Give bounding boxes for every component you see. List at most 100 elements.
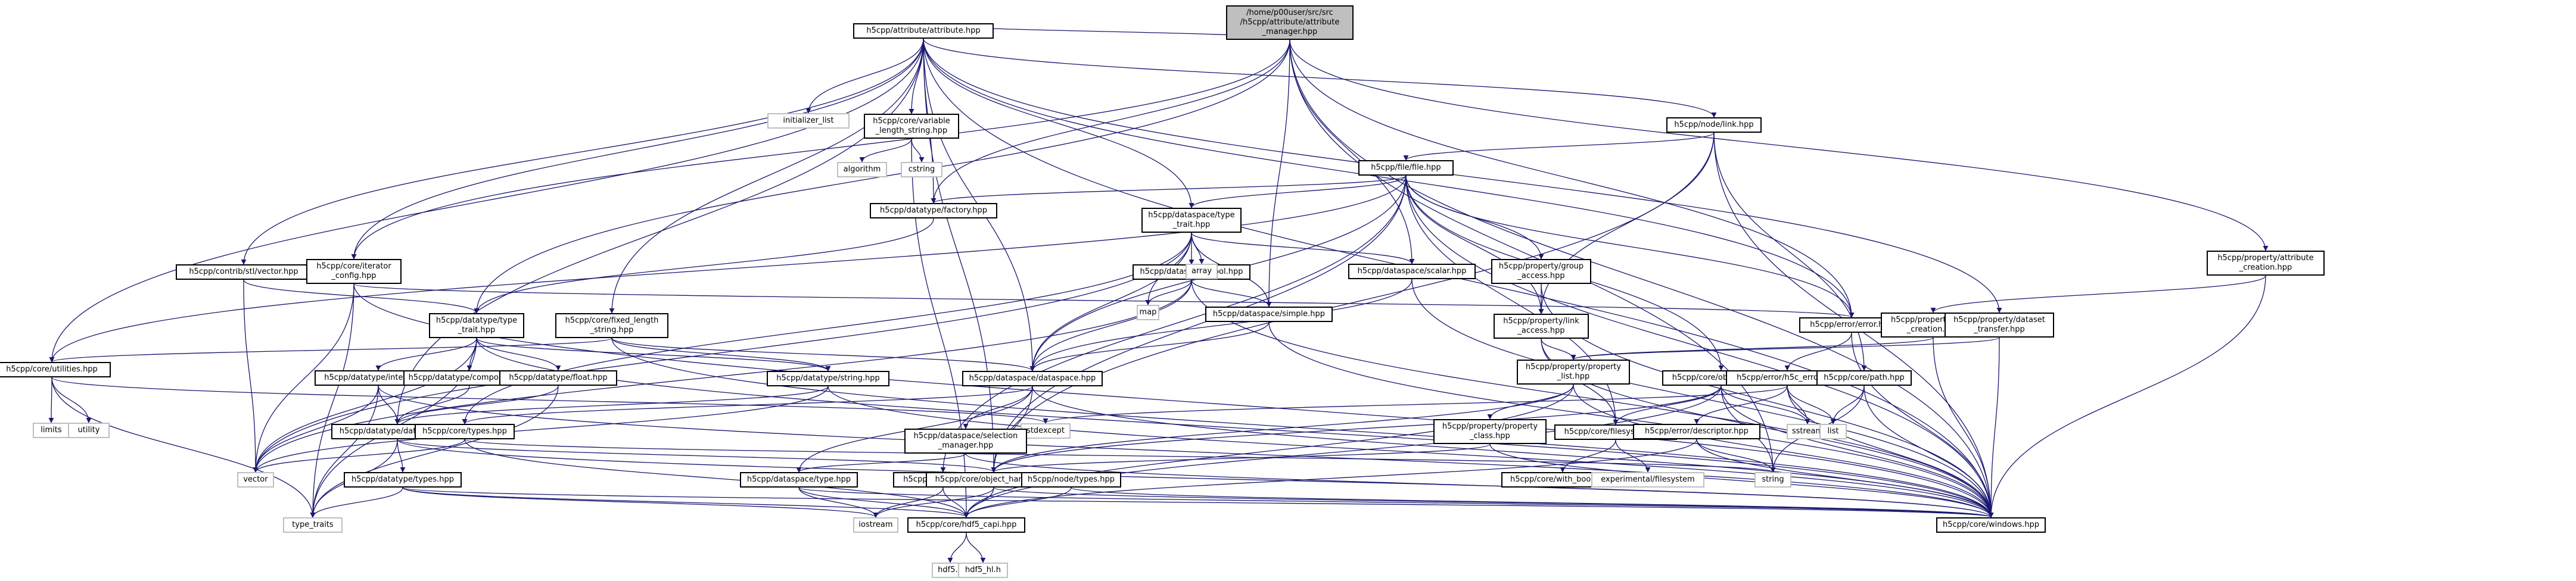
graph-edge-attribute-to-utilities [49,38,924,363]
graph-node-root[interactable]: /home/p00user/src/src /h5cpp/attribute/a… [1226,5,1354,40]
graph-node-dt-types[interactable]: h5cpp/datatype/types.hpp [343,472,462,488]
graph-edge-attribute-to-dataset_transfer [923,38,2002,313]
graph-node-dataset-transfer[interactable]: h5cpp/property/dataset _transfer.hpp [1945,313,2054,338]
graph-node-dt-type-trait[interactable]: h5cpp/datatype/type _trait.hpp [428,313,525,338]
graph-node-iterator-config[interactable]: h5cpp/core/iterator _config.hpp [306,259,402,284]
graph-node-group-access[interactable]: h5cpp/property/group _access.hpp [1491,259,1591,284]
graph-edge-file-to-object_handle [991,175,1407,473]
graph-node-algorithm: algorithm [836,162,888,177]
graph-edge-property_class-to-object_handle [991,443,1491,473]
graph-edge-descriptor-to-hdf5_capi [963,439,1697,518]
graph-edge-root-to-scalar [1289,39,1415,264]
graph-node-factory[interactable]: h5cpp/datatype/factory.hpp [870,203,997,218]
graph-node-vector-hpp[interactable]: h5cpp/contrib/stl/vector.hpp [175,264,312,280]
graph-node-link[interactable]: h5cpp/node/link.hpp [1666,117,1762,133]
graph-edge-h5c_error-to-windows [1787,385,1994,518]
graph-node-file[interactable]: h5cpp/file/file.hpp [1358,160,1454,176]
graph-edge-factory-to-dt_type_trait [474,218,934,314]
graph-edge-integer-to-windows [378,385,1994,518]
graph-node-string-hpp[interactable]: h5cpp/datatype/string.hpp [767,371,889,386]
graph-edge-dt_types-to-hdf5_capi [402,487,969,518]
graph-edge-simple-to-windows [1268,321,1994,518]
graph-node-map: map [1136,305,1160,320]
graph-node-ds-type-trait[interactable]: h5cpp/dataspace/type _trait.hpp [1141,208,1242,233]
graph-node-property-class[interactable]: h5cpp/property/property _class.hpp [1433,419,1547,444]
graph-edge-file-to-factory [931,175,1407,204]
graph-edge-object_id-to-filesystem [1613,385,1722,425]
graph-edge-compound-to-datatype [394,385,470,424]
graph-node-descriptor[interactable]: h5cpp/error/descriptor.hpp [1633,424,1760,439]
graph-edge-dt_types-to-iostream [402,487,879,518]
graph-edge-vector_hpp-to-vector [243,279,259,473]
graph-node-node-types[interactable]: h5cpp/node/types.hpp [1021,472,1121,488]
graph-node-utilities[interactable]: h5cpp/core/utilities.hpp [0,362,111,377]
graph-node-scalar[interactable]: h5cpp/dataspace/scalar.hpp [1348,264,1476,279]
graph-edge-root-to-iterator_config [351,39,1290,260]
graph-node-vls[interactable]: h5cpp/core/variable _length_string.hpp [863,114,960,139]
graph-node-simple[interactable]: h5cpp/dataspace/simple.hpp [1205,307,1333,322]
graph-edge-string_hpp-to-datatype [394,386,829,424]
graph-edge-sel_manager-to-ds_type [796,453,966,473]
graph-edge-node_types-to-hdf5_capi [963,487,1072,518]
graph-edge-vls-to-cstring [911,138,925,163]
graph-edge-string_hpp-to-windows [827,386,1994,518]
graph-edge-attribute-to-datatype [394,38,924,424]
graph-edge-core_types-to-string [464,439,1775,473]
graph-edge-string_creation-to-property_list [1570,337,1934,360]
graph-node-attr-creation[interactable]: h5cpp/property/attribute _creation.hpp [2206,251,2325,276]
graph-edge-scalar-to-dataspace [1029,279,1413,371]
graph-edge-filesystem-to-with_boost [1560,439,1616,473]
graph-node-dataspace[interactable]: h5cpp/dataspace/dataspace.hpp [962,371,1103,386]
graph-edge-core_types-to-hdf5_capi [464,439,969,518]
graph-edge-file-to-link_access [1405,175,1544,314]
graph-edge-attribute-to-fixed_string [609,38,924,314]
graph-node-windows[interactable]: h5cpp/core/windows.hpp [1936,517,2046,533]
graph-edge-link-to-path [1713,132,1867,371]
graph-edge-datatype-to-dt_types [397,439,406,473]
graph-edge-error-to-windows [1851,332,1994,518]
graph-node-fixed-string[interactable]: h5cpp/core/fixed_length _string.hpp [555,313,669,338]
graph-edge-ds_type_trait-to-scalar [1191,232,1415,264]
graph-edge-ds_type-to-iostream [798,487,879,518]
graph-node-path[interactable]: h5cpp/core/path.hpp [1816,370,1912,386]
graph-edge-float-to-type_traits [310,385,559,518]
graph-edge-core_types-to-vector [253,439,465,473]
graph-node-link-access[interactable]: h5cpp/property/link _access.hpp [1493,314,1589,339]
graph-edge-pool-to-vector [253,279,1192,473]
graph-edge-descriptor-to-windows [1696,439,1994,518]
graph-node-property-list[interactable]: h5cpp/property/property _list.hpp [1516,360,1631,385]
graph-edge-dt_type_trait-to-integer [375,338,477,371]
graph-edge-file-to-ds_type_trait [1189,175,1407,208]
graph-node-ds-type[interactable]: h5cpp/dataspace/type.hpp [739,472,858,488]
graph-edge-h5c_error-to-descriptor [1694,385,1788,424]
graph-edge-hdf5_capi-to-hdf5_hl_h [966,532,986,563]
graph-node-sel-manager[interactable]: h5cpp/dataspace/selection _manager.hpp [904,429,1027,454]
graph-node-hdf5-hl-h: hdf5_hl.h [957,563,1009,578]
graph-edge-dt_type_trait-to-float [476,338,561,371]
graph-node-hdf5-capi[interactable]: h5cpp/core/hdf5_capi.hpp [907,517,1026,533]
graph-edge-pool-to-windows [1191,279,1994,518]
graph-node-float[interactable]: h5cpp/datatype/float.hpp [499,370,618,386]
graph-edge-attribute-to-error [923,38,1855,318]
graph-edge-root-to-error [1289,39,1855,318]
graph-edge-integer-to-type_traits [310,385,379,518]
graph-edge-datatype-to-windows [397,439,1994,518]
graph-node-attribute[interactable]: h5cpp/attribute/attribute.hpp [853,23,994,39]
graph-edge-file-to-filesystem [1405,175,1619,425]
graph-edge-root-to-simple [1266,39,1290,307]
graph-node-type-traits: type_traits [283,517,343,533]
graph-edge-dataset_transfer-to-windows [1988,337,2000,518]
graph-node-cstring: cstring [901,162,942,177]
graph-edge-object_id-to-windows [1721,385,1994,518]
graph-edge-descriptor-to-string [1696,439,1776,473]
graph-node-core-types[interactable]: h5cpp/core/types.hpp [415,424,515,439]
graph-edge-simple-to-dataspace [1029,321,1270,371]
graph-edge-object_id-to-sstream [1721,385,1810,424]
graph-edge-path-to-list [1830,385,1865,424]
graph-edge-datatype-to-object_handle [397,439,997,473]
graph-node-initializer-list: initializer_list [767,113,850,129]
graph-edge-fixed_string-to-windows [611,338,1994,518]
graph-edge-integer-to-vector [253,385,379,473]
graph-edge-dt_type_trait-to-string_hpp [476,338,831,371]
